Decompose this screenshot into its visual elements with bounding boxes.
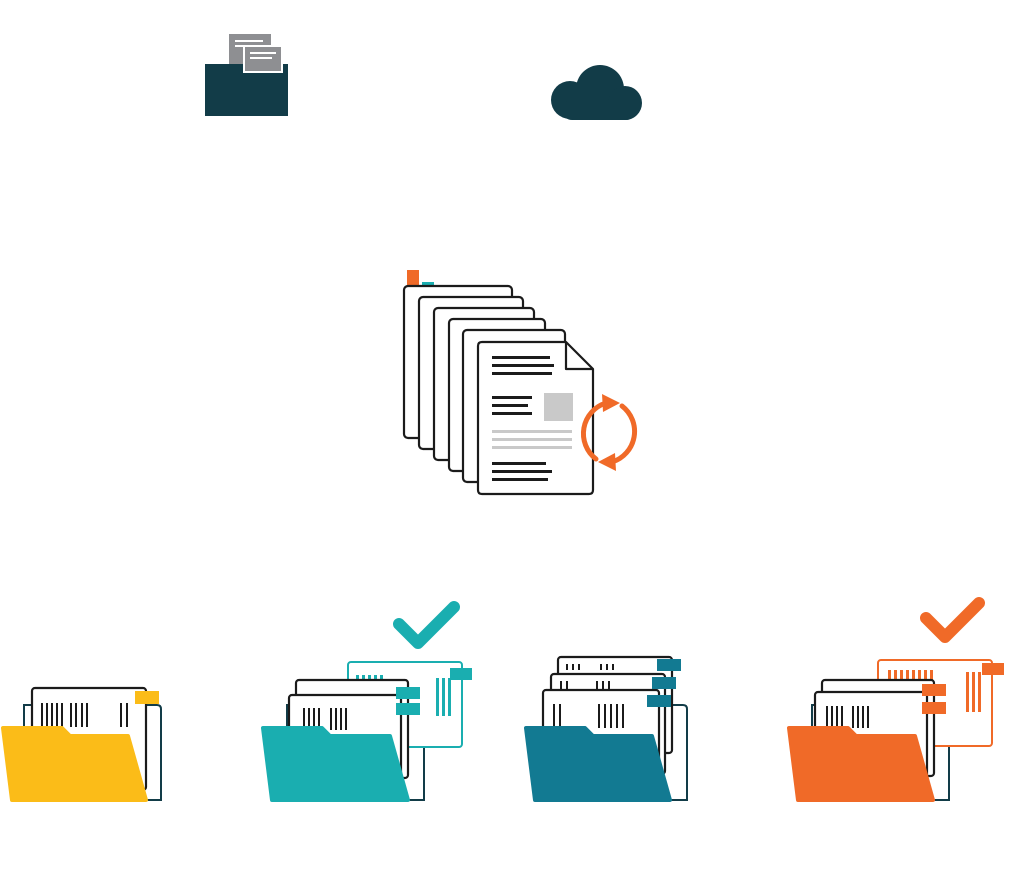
- folder-teal: [261, 601, 472, 802]
- check-icon: [393, 601, 460, 649]
- folder-blue-teal: [524, 655, 688, 802]
- folder-orange: [787, 597, 1004, 802]
- document-stack-sync-icon: [402, 270, 638, 496]
- sync-icon: [580, 400, 638, 465]
- file-tray-icon: [205, 34, 288, 116]
- folder-yellow: [1, 686, 162, 802]
- check-icon: [920, 597, 985, 643]
- cloud-icon: [551, 65, 642, 120]
